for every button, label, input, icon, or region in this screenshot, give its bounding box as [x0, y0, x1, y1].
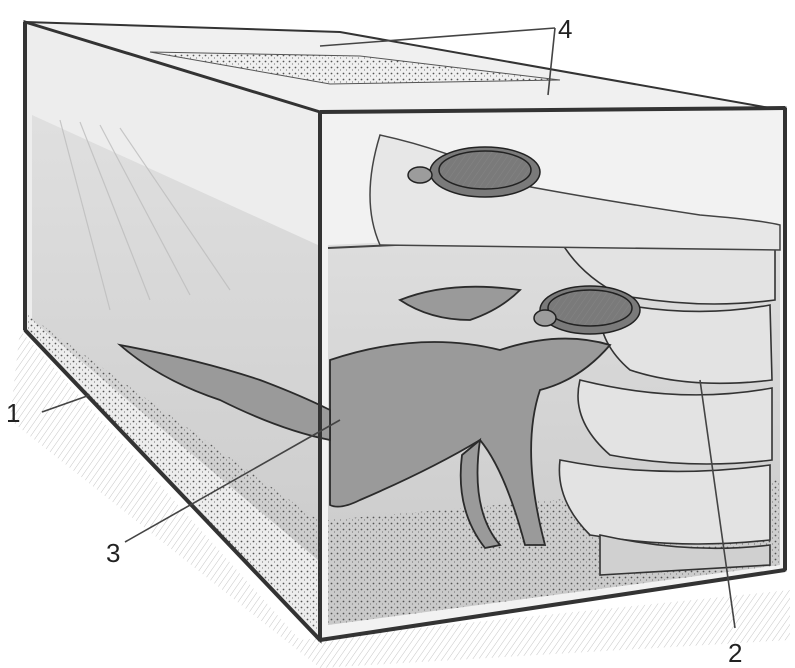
label-1: 1: [6, 398, 20, 428]
label-3: 3: [106, 538, 120, 568]
label-4: 4: [558, 14, 572, 44]
label-2: 2: [728, 638, 742, 668]
